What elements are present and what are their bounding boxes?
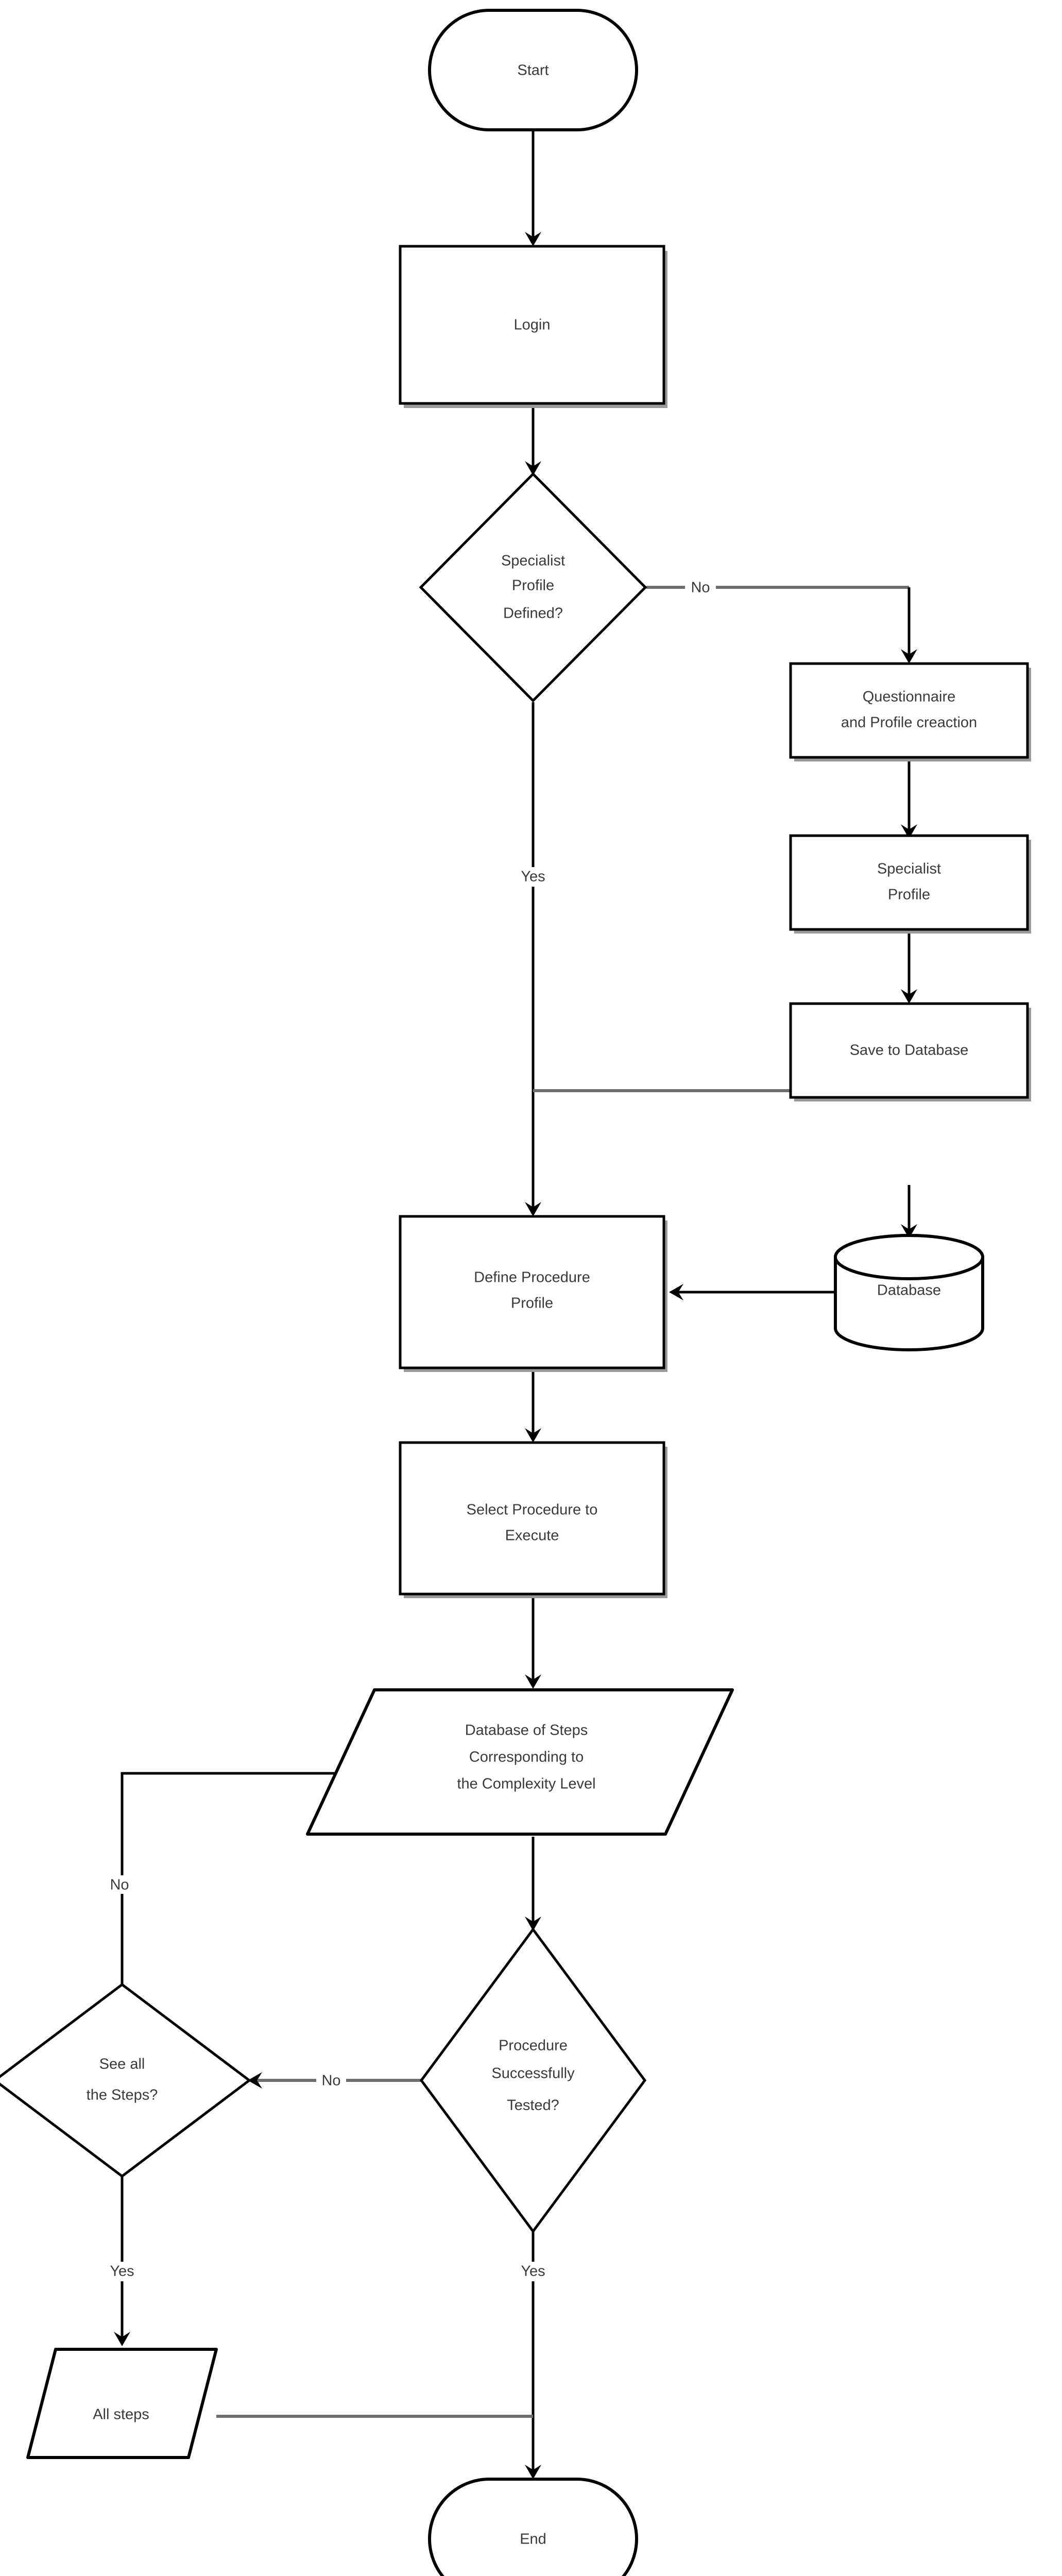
edge-tested-no-to-see-steps: No (248, 2071, 433, 2090)
node-define-procedure-profile[interactable]: Define Procedure Profile (399, 1215, 667, 1372)
edge-questionnaire-to-specialist-profile (901, 757, 917, 839)
login-shape (399, 245, 665, 405)
node-database[interactable]: Database (834, 1234, 984, 1351)
database-of-steps-shape (306, 1688, 734, 1836)
specialist-profile-defined-shape (419, 472, 647, 703)
select-procedure-label-1: Select Procedure to (467, 1502, 598, 1518)
database-label: Database (877, 1282, 941, 1299)
edge-save-to-database-cylinder (901, 1185, 917, 1239)
end-shape (428, 2478, 638, 2576)
node-questionnaire[interactable]: Questionnaire and Profile creaction (789, 662, 1031, 761)
edge-label-see-steps-no: No (110, 1877, 129, 1893)
specialist-profile-defined-label-2: Profile (512, 578, 554, 594)
node-all-steps[interactable]: All steps (26, 2348, 218, 2459)
see-all-steps-label-2: the Steps? (87, 2087, 158, 2104)
end-label: End (520, 2531, 546, 2548)
database-of-steps-label-1: Database of Steps (465, 1722, 588, 1739)
edge-specialist-profile-to-save (901, 929, 917, 1004)
edge-label-bg-yes-2 (515, 2262, 552, 2281)
specialist-profile-defined-label-3: Defined? (503, 605, 563, 622)
questionnaire-label-2: and Profile creaction (841, 715, 977, 731)
all-steps-label: All steps (93, 2406, 149, 2423)
edge-label-tested-no: No (321, 2073, 340, 2089)
login-label: Login (514, 317, 551, 333)
node-specialist-profile[interactable]: Specialist Profile (789, 834, 1031, 934)
edge-login-to-profile-decision (525, 404, 541, 476)
save-to-database-label: Save to Database (850, 1042, 969, 1059)
questionnaire-shape (789, 662, 1029, 759)
specialist-profile-label-1: Specialist (877, 861, 941, 877)
specialist-profile-defined-label-1: Specialist (501, 553, 565, 569)
node-start[interactable]: Start (428, 9, 638, 131)
define-procedure-label-1: Define Procedure (474, 1269, 590, 1286)
node-select-procedure[interactable]: Select Procedure to Execute (399, 1441, 667, 1598)
edge-start-to-login (525, 130, 541, 246)
edge-steps-to-tested (525, 1837, 541, 1931)
start-label: Start (517, 62, 549, 79)
edge-label-bg-yes-1 (515, 867, 552, 887)
see-all-steps-shape (0, 1982, 252, 2178)
edge-profile-decision-yes: Yes (515, 702, 552, 1216)
edge-define-to-select (525, 1368, 541, 1443)
node-procedure-tested[interactable]: Procedure Successfully Tested? (419, 1927, 647, 2234)
edge-see-steps-yes-to-all-steps: Yes (104, 2177, 141, 2346)
node-end[interactable]: End (428, 2478, 638, 2576)
procedure-tested-shape (419, 1927, 647, 2234)
procedure-tested-label-3: Tested? (507, 2097, 559, 2114)
node-specialist-profile-defined[interactable]: Specialist Profile Defined? (419, 472, 647, 703)
edge-label-bg-no-1 (685, 578, 716, 597)
edge-tested-yes-to-end: Yes (515, 2231, 552, 2479)
node-database-of-steps[interactable]: Database of Steps Corresponding to the C… (306, 1688, 734, 1836)
edge-database-to-define-procedure (669, 1284, 835, 1300)
database-of-steps-label-3: the Complexity Level (457, 1776, 595, 1792)
procedure-tested-label-2: Successfully (491, 2065, 575, 2082)
edge-profile-decision-no: No (646, 578, 917, 664)
database-cylinder-top (834, 1234, 984, 1280)
node-see-all-steps[interactable]: See all the Steps? (0, 1982, 252, 2178)
save-to-database-shape (789, 1002, 1029, 1099)
edge-label-profile-no: No (691, 580, 710, 596)
define-procedure-shape (399, 1215, 665, 1369)
edge-select-to-steps (525, 1597, 541, 1689)
node-login[interactable]: Login (399, 245, 667, 408)
edge-label-tested-yes: Yes (521, 2263, 545, 2280)
procedure-tested-label-1: Procedure (499, 2038, 568, 2054)
specialist-profile-label-2: Profile (888, 887, 930, 903)
edge-label-bg-no-3 (105, 1875, 134, 1894)
specialist-profile-shape (789, 834, 1029, 931)
edge-label-see-steps-yes: Yes (110, 2263, 134, 2280)
database-of-steps-label-2: Corresponding to (469, 1749, 584, 1766)
all-steps-shape (26, 2348, 218, 2459)
edge-label-profile-yes: Yes (521, 869, 545, 885)
select-procedure-label-2: Execute (505, 1528, 559, 1544)
edge-label-bg-yes-3 (104, 2262, 141, 2281)
define-procedure-label-2: Profile (511, 1295, 553, 1312)
edge-label-bg-no-2 (316, 2071, 346, 2090)
node-save-to-database[interactable]: Save to Database (789, 1002, 1031, 1101)
see-all-steps-label-1: See all (99, 2056, 145, 2073)
select-procedure-shape (399, 1441, 665, 1596)
start-shape (428, 9, 638, 131)
questionnaire-label-1: Questionnaire (863, 689, 956, 705)
